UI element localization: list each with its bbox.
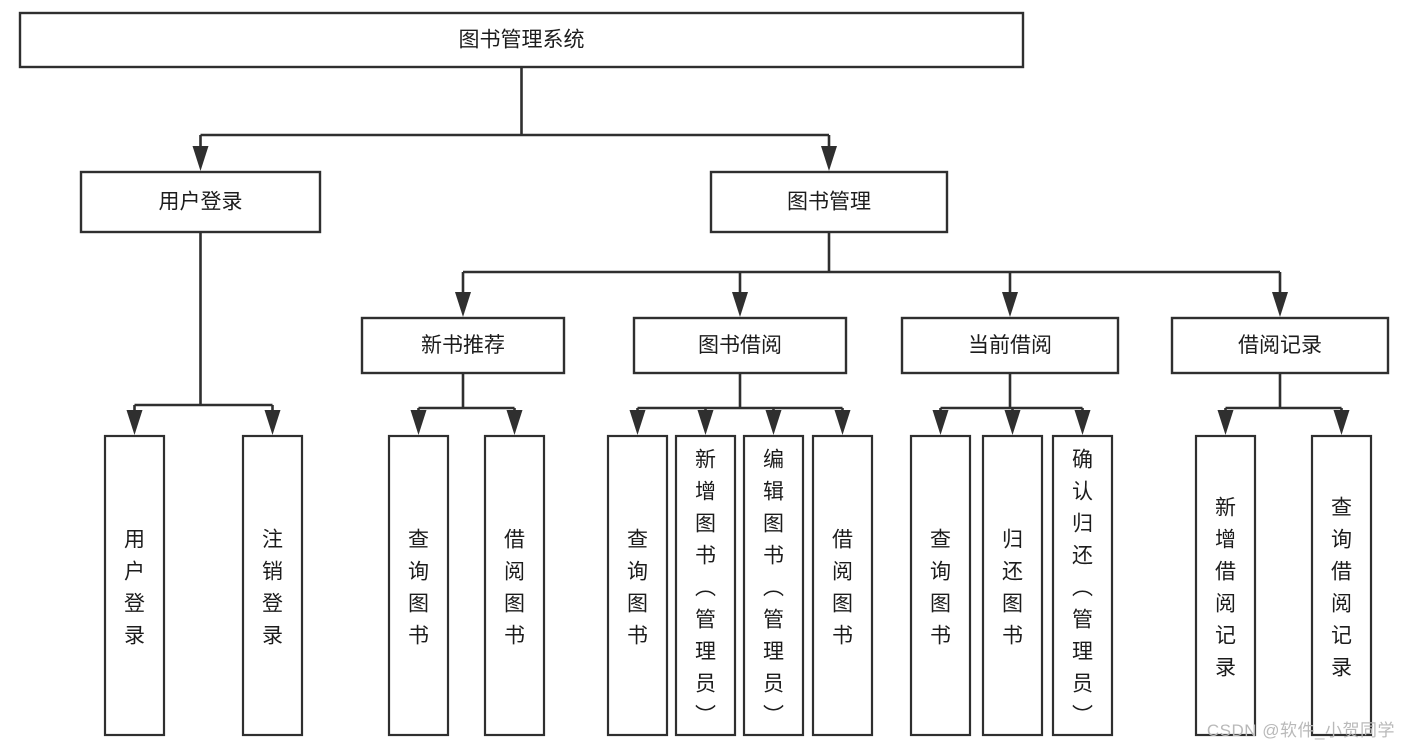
node-leaf-record-query[interactable]: 查询借阅记录 bbox=[1310, 434, 1373, 737]
node-bookmgmt[interactable]: 图书管理 bbox=[709, 170, 949, 234]
node-leaf-borrow-query[interactable]: 查询图书 bbox=[606, 434, 669, 737]
node-leaf-new-query[interactable]: 查询图书 bbox=[387, 434, 450, 737]
node-label: 查询借阅记录 bbox=[1331, 496, 1352, 679]
node-label: 借阅图书 bbox=[504, 528, 525, 647]
node-label: 用户登录 bbox=[124, 528, 145, 647]
node-current[interactable]: 当前借阅 bbox=[900, 316, 1120, 375]
watermark-label: CSDN @软件_小贺同学 bbox=[1206, 721, 1395, 740]
node-label: 新书推荐 bbox=[421, 334, 505, 357]
node-login[interactable]: 用户登录 bbox=[79, 170, 322, 234]
connector-borrow bbox=[629, 373, 851, 435]
node-layer: 图书管理系统用户登录图书管理新书推荐图书借阅当前借阅借阅记录用户登录注销登录查询… bbox=[18, 11, 1390, 737]
node-leaf-borrow-add[interactable]: 新增图书︵管理员︶ bbox=[674, 434, 737, 737]
connector-bookmgmt bbox=[455, 232, 1288, 317]
node-label: 图书借阅 bbox=[698, 334, 782, 357]
node-leaf-record-add[interactable]: 新增借阅记录 bbox=[1194, 434, 1257, 737]
node-label: 确认归还︵管理员︶ bbox=[1072, 448, 1093, 727]
node-label: 图书管理系统 bbox=[459, 29, 585, 52]
node-label: 新增借阅记录 bbox=[1215, 496, 1236, 679]
node-borrow[interactable]: 图书借阅 bbox=[632, 316, 848, 375]
node-label: 图书管理 bbox=[787, 191, 871, 214]
node-label: 当前借阅 bbox=[968, 334, 1052, 357]
node-label: 借阅图书 bbox=[832, 528, 853, 647]
connector-newbook bbox=[410, 373, 523, 435]
node-label: 归还图书 bbox=[1002, 528, 1023, 647]
node-label: 查询图书 bbox=[930, 528, 951, 647]
connector-layer bbox=[126, 67, 1350, 435]
connector-login bbox=[126, 232, 281, 435]
node-leaf-current-query[interactable]: 查询图书 bbox=[909, 434, 972, 737]
connector-root bbox=[192, 67, 837, 171]
node-leaf-borrow-lend[interactable]: 借阅图书 bbox=[811, 434, 874, 737]
node-label: 编辑图书︵管理员︶ bbox=[763, 448, 784, 727]
node-label: 新增图书︵管理员︶ bbox=[695, 448, 716, 727]
node-root[interactable]: 图书管理系统 bbox=[18, 11, 1025, 69]
node-leaf-user-logout[interactable]: 注销登录 bbox=[241, 434, 304, 737]
node-newbook[interactable]: 新书推荐 bbox=[360, 316, 566, 375]
node-leaf-current-confirm[interactable]: 确认归还︵管理员︶ bbox=[1051, 434, 1114, 737]
node-label: 查询图书 bbox=[627, 528, 648, 647]
node-leaf-new-borrow[interactable]: 借阅图书 bbox=[483, 434, 546, 737]
connector-records bbox=[1217, 373, 1350, 435]
node-leaf-borrow-edit[interactable]: 编辑图书︵管理员︶ bbox=[742, 434, 805, 737]
node-label: 用户登录 bbox=[159, 191, 243, 214]
node-leaf-user-login[interactable]: 用户登录 bbox=[103, 434, 166, 737]
node-records[interactable]: 借阅记录 bbox=[1170, 316, 1390, 375]
node-label: 查询图书 bbox=[408, 528, 429, 647]
connector-current bbox=[932, 373, 1091, 435]
node-label: 借阅记录 bbox=[1238, 334, 1322, 357]
node-leaf-current-return[interactable]: 归还图书 bbox=[981, 434, 1044, 737]
node-label: 注销登录 bbox=[262, 528, 283, 647]
